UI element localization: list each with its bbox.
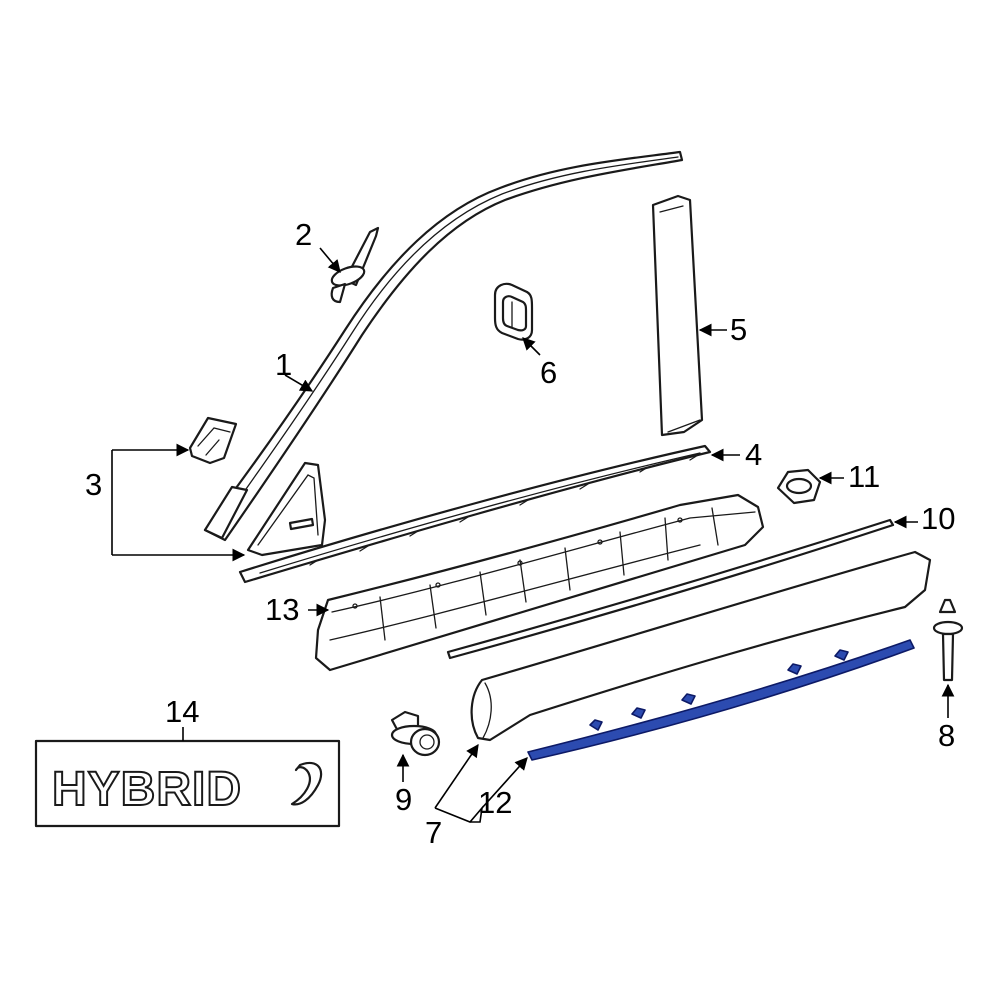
part-6-clip[interactable]	[493, 282, 534, 341]
part-9-push-clip[interactable]	[390, 710, 441, 757]
part-1-pillar-molding[interactable]	[203, 150, 684, 542]
leader-1	[284, 374, 314, 392]
part-7-rocker-molding[interactable]	[470, 550, 932, 742]
part-8-rivet[interactable]	[932, 598, 964, 682]
part-4-belt-molding[interactable]	[238, 444, 712, 584]
callout-3[interactable]: 3	[85, 467, 102, 502]
part-13-sill-panel[interactable]	[314, 493, 765, 672]
callout-7[interactable]: 7	[425, 815, 442, 850]
callout-5[interactable]: 5	[730, 312, 747, 347]
part-5-pillar-garnish[interactable]	[651, 194, 704, 437]
callout-13[interactable]: 13	[265, 592, 299, 627]
leader-lines	[111, 247, 955, 823]
callout-2[interactable]: 2	[295, 217, 312, 252]
leader-12	[481, 757, 528, 809]
callout-4[interactable]: 4	[745, 437, 762, 472]
part-3-corner-garnish[interactable]	[246, 461, 327, 557]
callout-6[interactable]: 6	[540, 355, 557, 390]
part-10-strip[interactable]	[446, 518, 895, 660]
callout-1[interactable]: 1	[275, 347, 292, 382]
part-11-nut[interactable]	[776, 468, 822, 505]
callout-14[interactable]: 14	[165, 694, 199, 729]
leader-2	[319, 247, 341, 273]
callout-10[interactable]: 10	[921, 501, 955, 536]
leader-6	[522, 337, 541, 356]
part-2-push-rivet[interactable]	[329, 226, 380, 304]
part-14-emblem[interactable]: HYBRID	[34, 739, 341, 828]
callout-9[interactable]: 9	[395, 782, 412, 817]
callout-11[interactable]: 11	[848, 459, 880, 494]
leader-7	[434, 743, 479, 809]
callout-12[interactable]: 12	[478, 785, 512, 820]
part-3-clip-upper[interactable]	[188, 416, 238, 465]
callout-8[interactable]: 8	[938, 718, 955, 753]
callout-numbers: 1 2 3 4 5 6 7 8 9 10 11 12 13 14	[85, 217, 955, 850]
part-12-lower-strip[interactable]	[527, 639, 915, 761]
emblem-text: HYBRID	[52, 763, 242, 816]
